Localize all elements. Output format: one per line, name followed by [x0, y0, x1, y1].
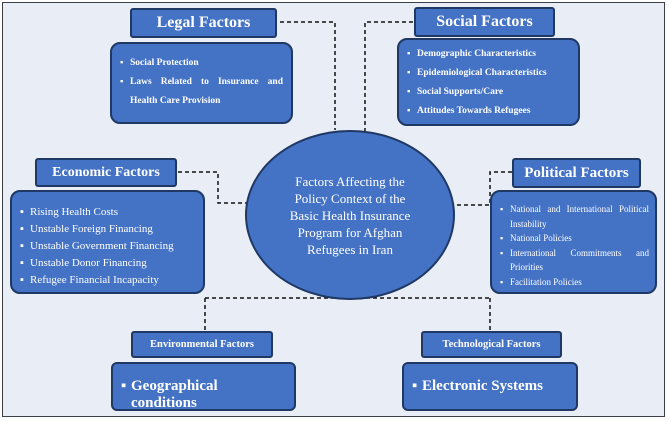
social-factors-title: Social Factors: [414, 7, 555, 37]
legal-factors-title: Legal Factors: [130, 8, 277, 38]
social-factors-list: Demographic Characteristics Epidemiologi…: [397, 38, 580, 126]
legal-factors-list: Social Protection Laws Related to Insura…: [110, 42, 293, 124]
social-item: Social Supports/Care: [407, 83, 570, 102]
connector-social: [364, 21, 413, 132]
social-item: Epidemiological Characteristics: [407, 64, 570, 83]
legal-item: Social Protection: [120, 54, 283, 73]
technological-factors-title: Technological Factors: [421, 331, 562, 358]
connector-economic: [178, 171, 262, 204]
economic-item: Unstable Government Financing: [20, 238, 195, 255]
legal-item: Laws Related to Insurance and Health Car…: [120, 73, 283, 111]
economic-factors-title: Economic Factors: [35, 158, 177, 187]
economic-item: Unstable Foreign Financing: [20, 221, 195, 238]
economic-item: Refugee Financial Incapacity: [20, 272, 195, 289]
connector-political: [445, 171, 512, 206]
economic-factors-list: Rising Health Costs Unstable Foreign Fin…: [10, 190, 205, 294]
central-topic: Factors Affecting the Policy Context of …: [245, 130, 455, 300]
political-factors-title: Political Factors: [512, 158, 641, 188]
environmental-item: Geographical conditions: [121, 378, 286, 412]
social-item: Demographic Characteristics: [407, 45, 570, 64]
connector-legal: [280, 21, 336, 130]
technological-item: Electronic Systems: [412, 378, 568, 395]
environmental-factors-list: Geographical conditions: [111, 362, 296, 411]
political-factors-list: National and International Political Ins…: [490, 190, 657, 294]
political-item: National and International Political Ins…: [500, 202, 649, 231]
environmental-factors-title: Environmental Factors: [131, 331, 273, 358]
social-item: Attitudes Towards Refugees: [407, 102, 570, 121]
technological-factors-list: Electronic Systems: [402, 362, 578, 411]
political-item: National Policies: [500, 231, 649, 246]
political-item: Facilitation Policies: [500, 275, 649, 290]
economic-item: Unstable Donor Financing: [20, 255, 195, 272]
political-item: International Commitments and Priorities: [500, 246, 649, 275]
central-topic-label: Factors Affecting the Policy Context of …: [289, 173, 411, 257]
economic-item: Rising Health Costs: [20, 204, 195, 221]
